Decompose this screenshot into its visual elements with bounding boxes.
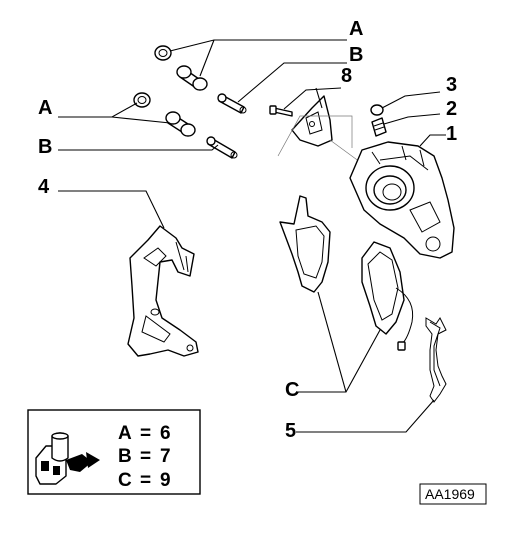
bracket-with-screw: [269, 95, 333, 147]
bushing-left-upper: [133, 92, 151, 108]
leader-c: [296, 329, 381, 393]
callout-b-left: B: [38, 136, 52, 158]
leader-8: [283, 87, 342, 110]
anti-rattle-spring: [425, 317, 447, 403]
callout-c: C: [285, 379, 299, 401]
leader-a-left: [58, 102, 138, 118]
legend-value-b: 7: [160, 446, 171, 467]
legend-box: A = 6 B = 7 C = 9: [27, 409, 201, 495]
callout-2: 2: [446, 98, 457, 120]
leader-4: [58, 190, 165, 229]
bushing-top-lower: [176, 65, 208, 91]
brake-pad-outer: [361, 241, 405, 335]
legend-key-c: C: [118, 470, 132, 491]
legend-key-b: B: [118, 446, 132, 467]
callout-5: 5: [285, 420, 296, 442]
leader-3: [381, 91, 441, 109]
bushing-left-lower: [165, 111, 196, 137]
guide-pin-left: [206, 136, 238, 159]
callout-8: 8: [341, 65, 352, 87]
brake-caliper-body: [349, 141, 455, 259]
callout-a-top: A: [349, 18, 363, 40]
callout-4: 4: [38, 176, 50, 198]
guide-pin-top: [217, 93, 247, 114]
caliper-carrier-bracket: [127, 225, 199, 357]
callout-a-left: A: [38, 97, 52, 119]
assembly-guide-line-2: [329, 139, 361, 163]
leader-5: [296, 399, 435, 433]
legend-sep-a: =: [140, 423, 151, 444]
callout-b-top: B: [349, 44, 363, 66]
leader-1: [419, 134, 446, 147]
legend-key-a: A: [118, 423, 132, 444]
legend-value-c: 9: [160, 470, 171, 491]
parts-kit-icon: [35, 432, 100, 485]
pad-wear-sensor: [395, 287, 414, 351]
bleed-screw: [371, 117, 387, 137]
leader-a-left-branch: [111, 116, 171, 124]
leader-c-branch: [317, 291, 347, 393]
legend-value-a: 6: [160, 423, 171, 444]
brake-pad-inner: [279, 195, 331, 293]
legend-sep-b: =: [140, 446, 151, 467]
assembly-guide-line: [277, 115, 353, 157]
reference-code: AA1969: [425, 486, 475, 502]
leader-8-branch: [315, 87, 323, 109]
leader-2: [383, 113, 441, 125]
leader-b-left: [58, 144, 219, 151]
legend-sep-c: =: [140, 470, 151, 491]
bushing-top-upper: [154, 45, 172, 61]
callout-1: 1: [446, 123, 457, 145]
callout-3: 3: [446, 74, 457, 96]
leader-a-top: [169, 39, 347, 52]
reference-code-box: AA1969: [419, 483, 487, 505]
leader-b-top: [237, 62, 347, 103]
leader-a-top-branch: [199, 39, 215, 77]
bleed-cap: [370, 104, 384, 116]
